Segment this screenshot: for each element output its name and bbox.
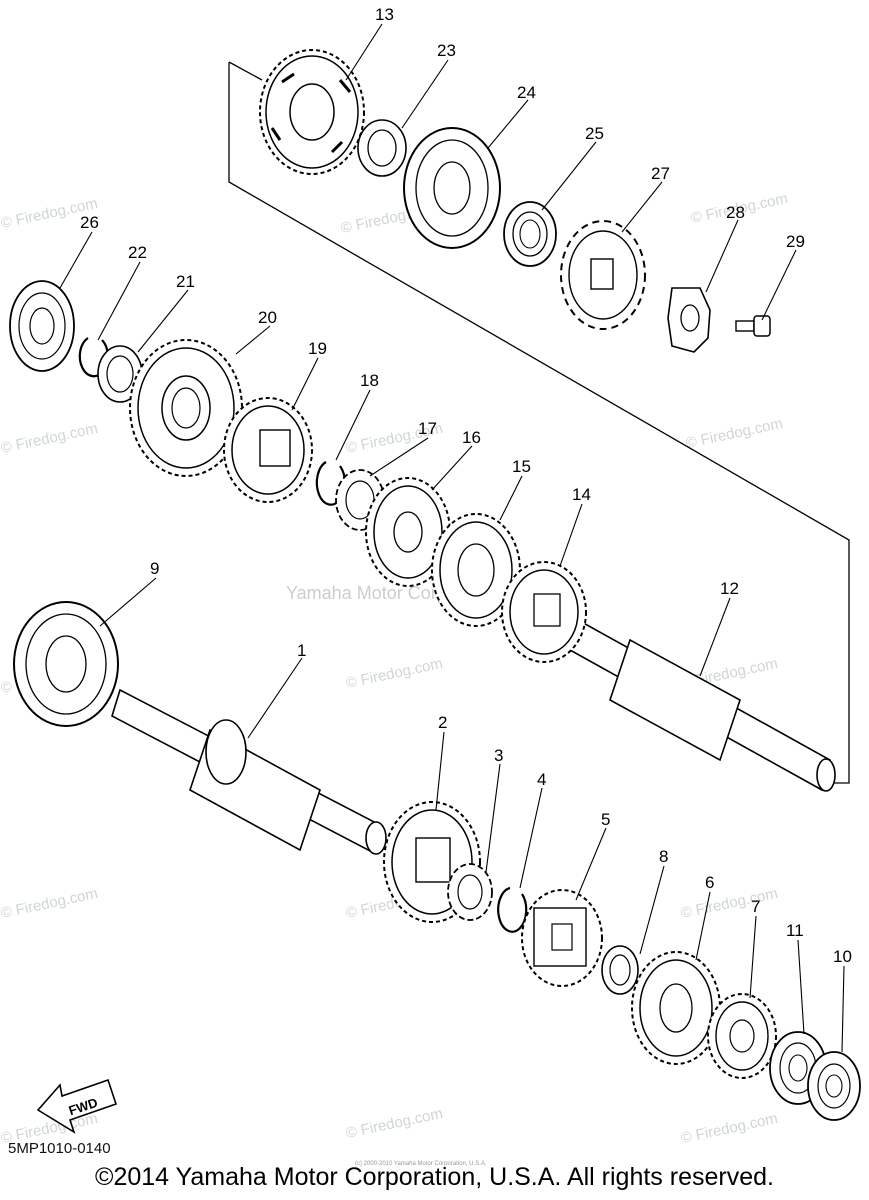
callout-5: 5 [601,810,610,829]
part-3-toothed-washer [447,863,493,921]
leader-lines [59,23,845,1053]
output-shaft-group-outline [228,61,850,784]
fwd-arrow-icon: FWD [36,1078,118,1134]
callout-29: 29 [786,232,805,251]
callout-10: 10 [833,947,852,966]
diagram-part-number: 5MP1010-0140 [8,1140,111,1157]
callout-23: 23 [437,41,456,60]
callout-15: 15 [512,457,531,476]
callout-3: 3 [494,746,503,765]
fine-print: (c) 2000-2010 Yamaha Motor Corporation, … [355,1161,487,1167]
part-7-gear [707,993,777,1079]
callout-26: 26 [80,213,99,232]
callout-9: 9 [150,559,159,578]
part-6-gear [631,951,721,1065]
callout-6: 6 [705,873,714,892]
callout-28: 28 [726,203,745,222]
callout-8: 8 [659,847,668,866]
part-27-sprocket [560,220,646,330]
part-21-washer [97,345,143,403]
callout-16: 16 [462,428,481,447]
part-14-gear [501,561,587,663]
callout-24: 24 [517,83,536,102]
callout-1: 1 [297,641,306,660]
part-5-gear [521,889,603,987]
part-9-bearing [13,601,119,727]
callout-21: 21 [176,272,195,291]
callout-22: 22 [128,243,147,262]
callout-13: 13 [375,5,394,24]
part-15-gear [431,513,521,627]
callout-labels: 13 23 24 25 27 28 29 26 22 21 20 19 18 1… [80,5,852,966]
callout-17: 17 [418,419,437,438]
callout-11: 11 [786,921,804,940]
part-12-drive-axle [551,608,836,792]
callout-14: 14 [572,485,591,504]
part-1-main-axle [111,688,387,855]
callout-19: 19 [308,339,327,358]
callout-18: 18 [360,371,379,390]
part-29-bolt [735,315,771,337]
callout-25: 25 [585,124,604,143]
part-26-bearing [9,280,75,372]
callout-27: 27 [651,164,670,183]
part-4-circlip [497,886,528,933]
part-19-gear [223,397,313,503]
part-16-gear [365,477,451,587]
part-25-oil-seal [503,201,557,267]
callout-12: 12 [720,579,739,598]
part-24-bearing [403,127,501,249]
part-11-bearing [769,1031,827,1105]
part-10-oil-seal [807,1051,861,1121]
part-8-washer [601,945,639,995]
callout-4: 4 [537,770,546,789]
part-13-gear [259,49,365,175]
callout-7: 7 [751,897,760,916]
callout-2: 2 [438,713,447,732]
copyright-notice: ©2014 Yamaha Motor Corporation, U.S.A. A… [95,1163,774,1191]
part-23-washer [357,119,407,177]
callout-20: 20 [258,308,277,327]
part-28-lock-washer [667,287,711,353]
